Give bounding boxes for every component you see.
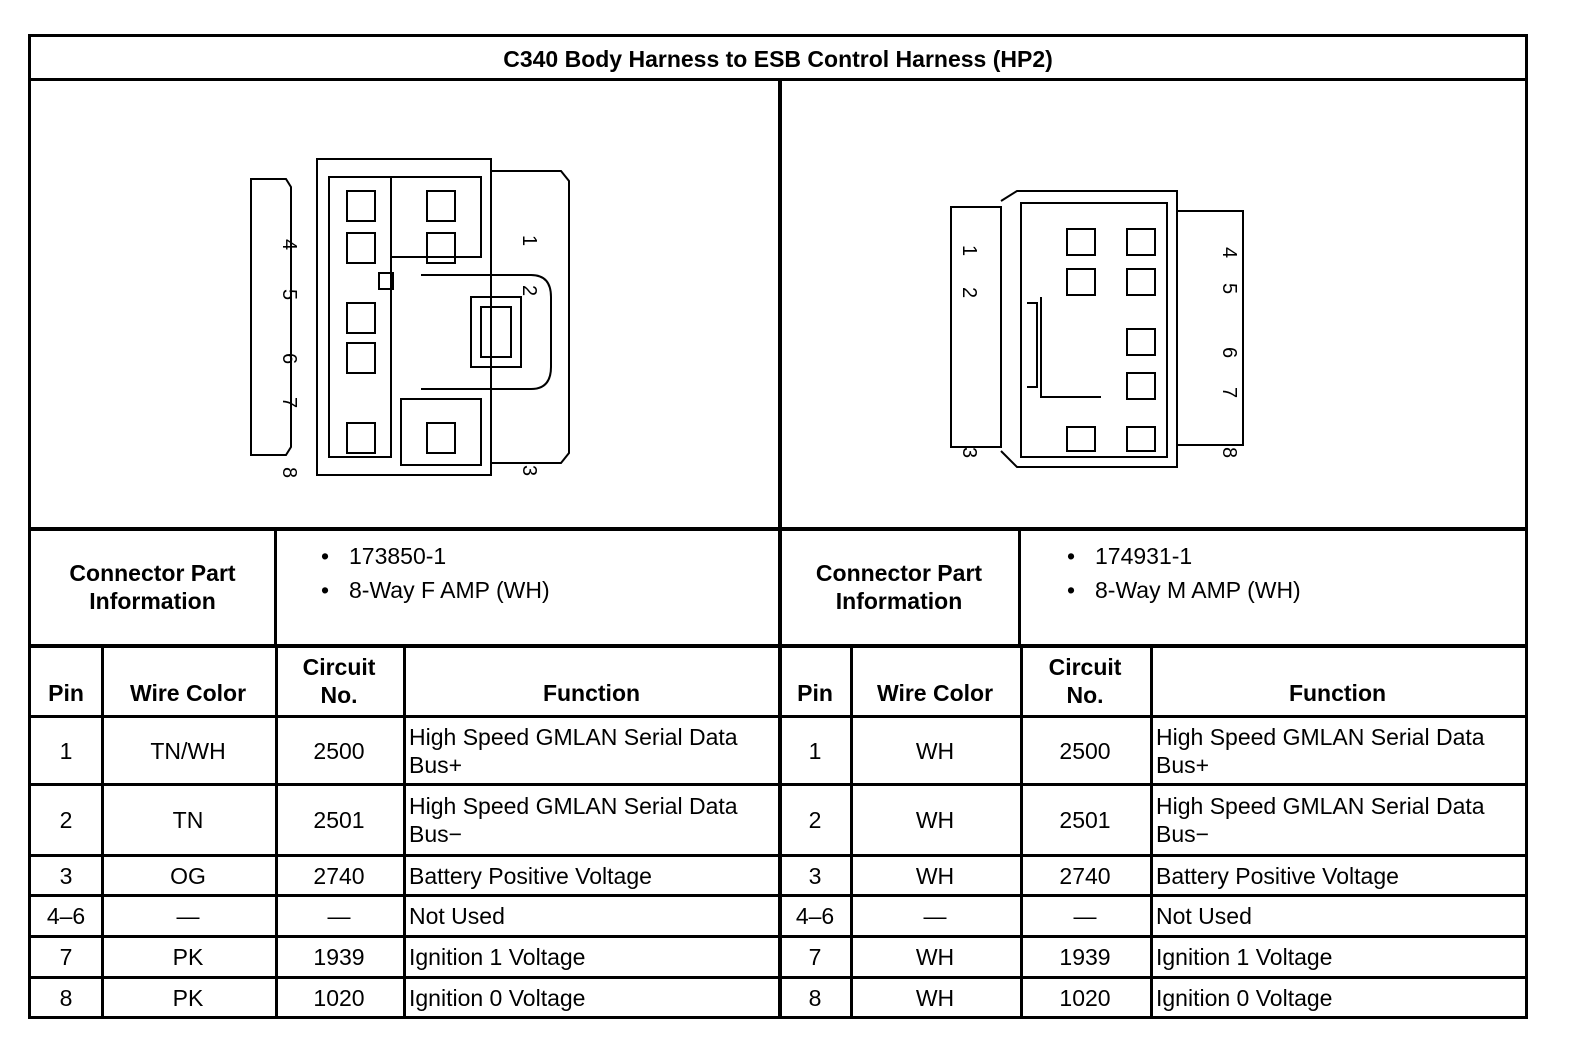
circuit-no-cell: —	[327, 903, 351, 929]
pin-label: 3	[518, 465, 540, 476]
header-circuit-no: Circuit No.	[1048, 654, 1122, 708]
pin-label: 2	[958, 287, 980, 298]
pin-label: 7	[278, 397, 300, 408]
pin-label: 7	[1218, 387, 1240, 398]
connector-part-list: •173850-1 •8-Way F AMP (WH)	[301, 539, 550, 607]
function-cell: Ignition 0 Voltage	[1156, 984, 1333, 1011]
circuit-no-cell: 2501	[313, 807, 365, 833]
wire-color-cell: PK	[172, 984, 204, 1011]
function-cell: Not Used	[409, 903, 505, 929]
function-cell: High Speed GMLAN Serial Data Bus−	[1156, 793, 1485, 847]
connector-part-list: •174931-1 •8-Way M AMP (WH)	[1047, 539, 1301, 607]
pin-label: 8	[1218, 447, 1240, 458]
circuit-no-cell: 1939	[313, 944, 365, 970]
header-function: Function	[542, 680, 641, 706]
sheet-title: C340 Body Harness to ESB Control Harness…	[503, 45, 1053, 72]
wire-color-cell: TN/WH	[150, 737, 226, 764]
wire-color-cell: WH	[915, 807, 955, 833]
function-cell: High Speed GMLAN Serial Data Bus−	[409, 793, 738, 847]
pin-label: 1	[958, 245, 980, 256]
pin-label: 5	[1218, 283, 1240, 294]
wire-color-cell: —	[923, 903, 947, 929]
connector-m-drawing: 1 2 3 4 5 6 7 8	[950, 190, 1244, 468]
grid-line	[403, 644, 406, 1016]
wire-color-cell: OG	[170, 862, 206, 889]
grid-line	[778, 78, 782, 1016]
wire-color-cell: WH	[915, 862, 955, 889]
pin-label: 3	[958, 447, 980, 458]
grid-line	[850, 644, 853, 1016]
part-number: 174931-1	[1095, 543, 1193, 569]
pin-label: 5	[278, 289, 300, 300]
pin-cell: 1	[59, 737, 73, 764]
function-cell: High Speed GMLAN Serial Data Bus+	[409, 723, 738, 778]
pin-cell: 2	[808, 807, 822, 833]
header-wire-color: Wire Color	[876, 680, 994, 706]
header-function: Function	[1288, 680, 1387, 706]
circuit-no-cell: 2500	[1059, 737, 1111, 764]
pin-cell: 1	[808, 737, 822, 764]
header-circuit-no: Circuit No.	[302, 654, 376, 708]
pin-label: 1	[518, 235, 540, 246]
grid-line	[274, 527, 277, 644]
pin-cell: 3	[808, 862, 822, 889]
pin-cell: 4–6	[795, 903, 835, 929]
wire-color-cell: —	[176, 903, 200, 929]
header-pin: Pin	[48, 680, 84, 706]
grid-line	[101, 644, 104, 1016]
circuit-no-cell: 2740	[313, 862, 365, 889]
wire-color-cell: PK	[172, 944, 204, 970]
circuit-no-cell: —	[1073, 903, 1097, 929]
pin-label: 4	[1218, 247, 1240, 258]
pin-cell: 4–6	[46, 903, 86, 929]
pin-label: 6	[1218, 347, 1240, 358]
grid-line	[275, 644, 278, 1016]
wire-color-cell: WH	[915, 984, 955, 1011]
connector-info-label: Connector Part Information	[815, 560, 983, 614]
function-cell: Battery Positive Voltage	[409, 862, 652, 889]
grid-line	[1150, 644, 1153, 1016]
pin-cell: 7	[59, 944, 73, 970]
header-wire-color: Wire Color	[129, 680, 247, 706]
connector-info-label: Connector Part Information	[69, 560, 236, 614]
pin-cell: 2	[59, 807, 73, 833]
function-cell: Ignition 1 Voltage	[409, 944, 586, 970]
pin-cell: 3	[59, 862, 73, 889]
pin-cell: 7	[808, 944, 822, 970]
function-cell: Ignition 1 Voltage	[1156, 944, 1333, 970]
wire-color-cell: TN	[172, 807, 204, 833]
pin-label: 2	[518, 285, 540, 296]
circuit-no-cell: 1939	[1059, 944, 1111, 970]
grid-line	[1018, 527, 1021, 644]
grid-line	[1020, 644, 1023, 1016]
part-description: 8-Way F AMP (WH)	[349, 577, 550, 603]
pin-label: 4	[278, 239, 300, 250]
pin-cell: 8	[59, 984, 73, 1011]
pin-cell: 8	[808, 984, 822, 1011]
wire-color-cell: WH	[915, 737, 955, 764]
circuit-no-cell: 2500	[313, 737, 365, 764]
circuit-no-cell: 2501	[1059, 807, 1111, 833]
circuit-no-cell: 2740	[1059, 862, 1111, 889]
function-cell: Ignition 0 Voltage	[409, 984, 586, 1011]
circuit-no-cell: 1020	[1059, 984, 1111, 1011]
pin-label: 8	[278, 467, 300, 478]
part-number: 173850-1	[349, 543, 447, 569]
connector-f-drawing: 4 5 6 7 8 1 2 3	[250, 158, 570, 478]
wire-color-cell: WH	[915, 944, 955, 970]
function-cell: Not Used	[1156, 903, 1252, 929]
function-cell: Battery Positive Voltage	[1156, 862, 1399, 889]
function-cell: High Speed GMLAN Serial Data Bus+	[1156, 723, 1485, 778]
circuit-no-cell: 1020	[313, 984, 365, 1011]
header-pin: Pin	[797, 680, 833, 706]
connector-sheet: C340 Body Harness to ESB Control Harness…	[28, 34, 1528, 1019]
pin-label: 6	[278, 353, 300, 364]
part-description: 8-Way M AMP (WH)	[1095, 577, 1301, 603]
